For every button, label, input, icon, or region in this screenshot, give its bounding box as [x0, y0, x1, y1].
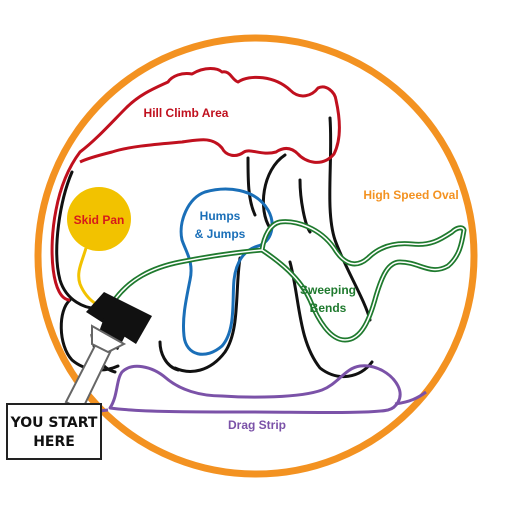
humps-label-line1: Humps	[200, 209, 241, 223]
humps-label-line2: & Jumps	[195, 227, 246, 241]
sweeping-bends-label-line2: Bends	[310, 301, 347, 315]
start-callout-line2: HERE	[33, 434, 75, 450]
hill-climb-track	[50, 67, 341, 302]
start-callout: YOU START HERE	[6, 403, 102, 460]
skid-pan-label: Skid Pan	[74, 213, 125, 227]
high-speed-oval-track	[34, 34, 478, 478]
sweeping-bends-label-line1: Sweeping	[300, 283, 356, 297]
drag-strip-exit-right	[394, 390, 427, 406]
sweeping-bends-track	[113, 219, 467, 343]
skid-pan-link	[77, 247, 97, 306]
humps-jumps-track	[179, 187, 274, 356]
start-callout-line1: YOU START	[10, 415, 98, 431]
hill-climb-label: Hill Climb Area	[144, 106, 229, 120]
drag-strip-label: Drag Strip	[228, 418, 286, 432]
skid-pan	[67, 187, 131, 251]
drag-strip-track	[108, 364, 402, 414]
high-speed-oval-label: High Speed Oval	[363, 188, 458, 202]
